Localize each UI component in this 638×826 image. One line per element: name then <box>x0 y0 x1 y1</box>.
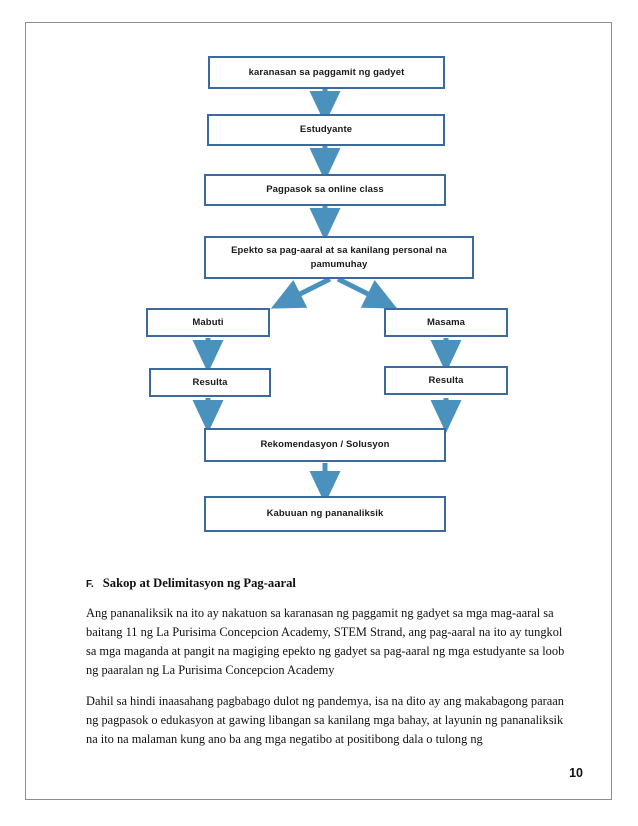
document-page: karanasan sa paggamit ng gadyet Estudyan… <box>25 22 612 800</box>
flow-node-karanasan: karanasan sa paggamit ng gadyet <box>208 56 445 89</box>
section-letter: F. <box>86 579 94 590</box>
paragraph-2: Dahil sa hindi inaasahang pagbabago dulo… <box>86 694 564 747</box>
flowchart-arrows <box>192 89 462 504</box>
flow-node-label: Mabuti <box>192 316 224 328</box>
arrow-epekto-to-mabuti <box>270 276 332 309</box>
arrow-epekto-to-masama <box>336 276 398 309</box>
flow-node-estudyante: Estudyante <box>207 114 445 146</box>
flow-node-masama: Masama <box>384 308 508 337</box>
flow-node-label: karanasan sa paggamit ng gadyet <box>248 66 405 78</box>
flow-node-label: Resulta <box>192 376 228 388</box>
flow-node-label: Resulta <box>428 374 464 386</box>
flow-node-label: Estudyante <box>299 124 353 136</box>
page-number: 10 <box>569 766 583 780</box>
body-text-block: F. Sakop at Delimitasyon ng Pag-aaral Ang… <box>86 576 566 762</box>
section-heading: F. Sakop at Delimitasyon ng Pag-aaral <box>86 576 566 591</box>
flow-node-pagpasok: Pagpasok sa online class <box>204 174 446 206</box>
paragraph-1: Ang pananaliksik na ito ay nakatuon sa k… <box>86 606 565 677</box>
flow-node-label: Epekto sa pag-aaral at sa kanilang perso… <box>231 244 447 270</box>
section-heading-text: Sakop at Delimitasyon ng Pag-aaral <box>102 576 296 590</box>
flowchart-diagram: karanasan sa paggamit ng gadyet Estudyan… <box>26 23 613 563</box>
flow-node-kabuuan: Kabuuan ng pananaliksik <box>204 496 446 532</box>
flow-node-resulta-right: Resulta <box>384 366 508 395</box>
flow-node-label: Rekomendasyon / Solusyon <box>260 439 390 451</box>
flow-node-label: Pagpasok sa online class <box>266 184 384 196</box>
flow-node-label: Masama <box>426 316 466 328</box>
flow-node-mabuti: Mabuti <box>146 308 270 337</box>
flow-node-resulta-left: Resulta <box>149 368 271 397</box>
flow-node-epekto: Epekto sa pag-aaral at sa kanilang perso… <box>204 236 474 279</box>
flow-node-label: Kabuuan ng pananaliksik <box>266 508 384 520</box>
flow-node-rekomendasyon: Rekomendasyon / Solusyon <box>204 428 446 462</box>
